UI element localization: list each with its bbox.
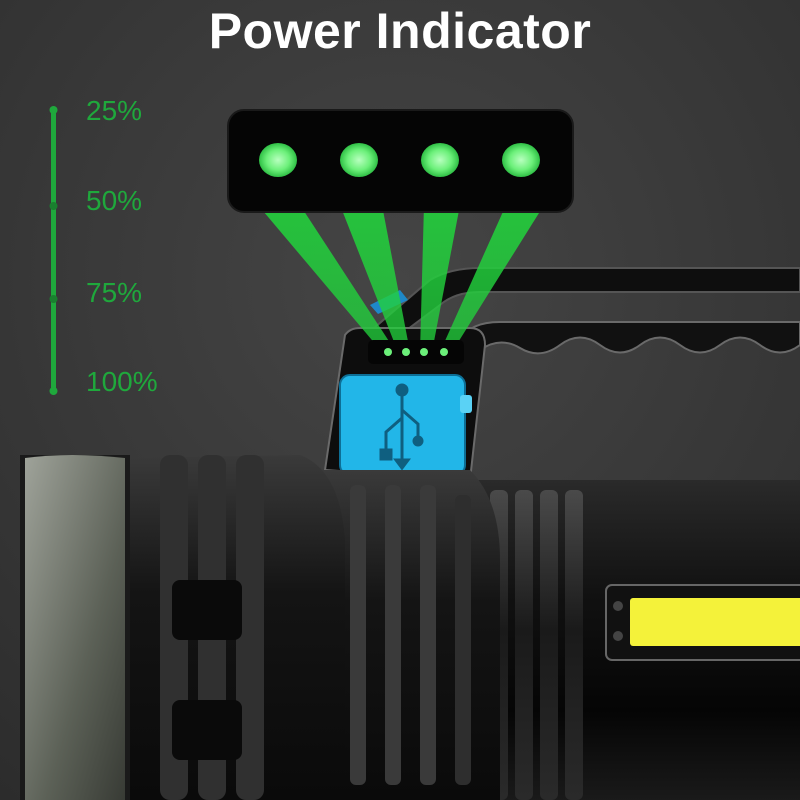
indicator-beams <box>258 205 544 352</box>
level-scale <box>49 106 58 395</box>
level-label-50: 50% <box>86 185 143 216</box>
cob-side-light <box>605 584 800 661</box>
level-label-75: 75% <box>86 277 143 308</box>
indicator-led-3 <box>421 143 459 177</box>
usb-port <box>339 374 472 476</box>
lens <box>25 455 125 800</box>
level-bar <box>51 107 56 393</box>
page-title: Power Indicator <box>208 3 592 59</box>
housing-leds <box>368 340 464 364</box>
level-tick-25 <box>49 106 58 114</box>
indicator-led-1 <box>259 143 297 177</box>
level-label-100: 100% <box>86 366 158 397</box>
head-fins <box>160 455 264 800</box>
indicator-panel <box>227 109 574 213</box>
level-tick-100 <box>49 387 58 395</box>
level-tick-50 <box>49 202 58 210</box>
level-tick-75 <box>49 295 58 303</box>
level-label-25: 25% <box>86 95 143 126</box>
indicator-led-2 <box>340 143 378 177</box>
indicator-led-4 <box>502 143 540 177</box>
grip-grooves <box>350 485 471 785</box>
usb-icon <box>379 383 424 471</box>
